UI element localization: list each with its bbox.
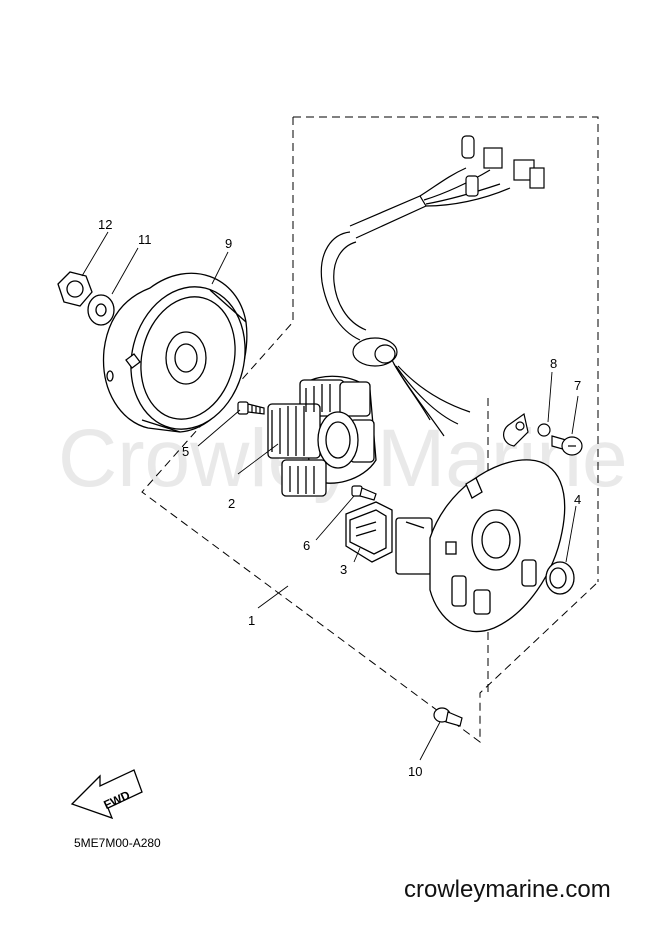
stator-base-part [429,459,566,633]
diagram-code: 5ME7M00-A280 [74,836,161,850]
callout-labels: 1 2 3 4 5 6 7 8 9 10 11 12 [98,217,581,779]
screw-part-7 [551,435,583,456]
callout-4: 4 [574,492,581,507]
oil-seal-part [545,561,575,595]
callout-11: 11 [138,232,152,247]
callout-3: 3 [340,562,347,577]
callout-7: 7 [574,378,581,393]
callout-8: 8 [550,356,557,371]
nut-part [57,271,93,307]
callout-2: 2 [228,496,235,511]
callout-1: 1 [248,613,255,628]
pulser-coil-part [345,501,433,575]
callout-9: 9 [225,236,232,251]
wire-harness [320,135,545,437]
screw-part-10 [433,707,463,727]
screw-part-6 [351,485,377,501]
callout-5: 5 [182,444,189,459]
clamp-part [503,412,551,447]
leader-lines [81,231,579,761]
callout-12: 12 [98,217,112,232]
flywheel-part [102,272,248,433]
washer-part [87,294,115,326]
stator-part [267,375,377,497]
forward-arrow-icon: FWD [70,769,143,820]
callout-6: 6 [303,538,310,553]
screw-part-5 [237,401,265,415]
callout-10: 10 [408,764,422,779]
site-url: crowleymarine.com [404,876,611,903]
